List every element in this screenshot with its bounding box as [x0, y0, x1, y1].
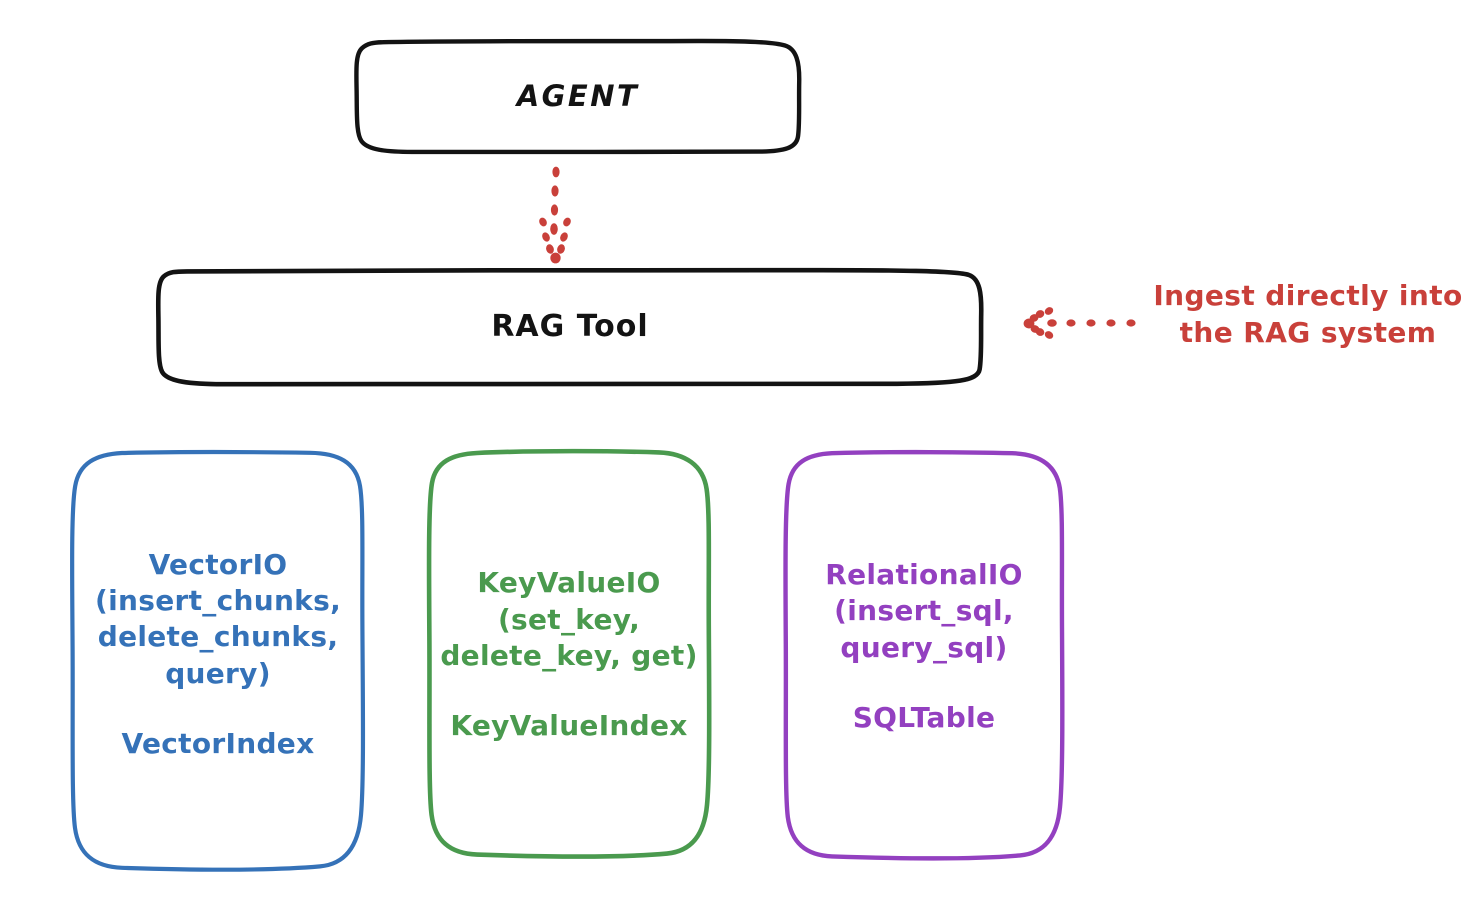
vector-io-api-label: VectorIO (insert_chunks, delete_chunks, …	[95, 547, 341, 690]
rag-tool-node[interactable]: RAG Tool	[155, 267, 984, 387]
vector-io-content: VectorIO (insert_chunks, delete_chunks, …	[95, 547, 341, 763]
relational-io-content: RelationalIO (insert_sql, query_sql) SQL…	[825, 557, 1023, 737]
ingest-annotation-label: Ingest directly into the RAG system	[1153, 279, 1463, 349]
vector-io-node[interactable]: VectorIO (insert_chunks, delete_chunks, …	[70, 449, 366, 872]
relational-io-index-label: SQLTable	[852, 700, 996, 734]
agent-node[interactable]: AGENT	[354, 38, 802, 155]
rag-tool-label: RAG Tool	[491, 309, 649, 345]
key-value-io-api-label: KeyValueIO (set_key, delete_key, get)	[440, 566, 698, 672]
key-value-io-content: KeyValueIO (set_key, delete_key, get) Ke…	[440, 565, 697, 745]
vector-io-index-label: VectorIndex	[121, 727, 315, 761]
key-value-io-node[interactable]: KeyValueIO (set_key, delete_key, get) Ke…	[426, 448, 712, 859]
key-value-io-index-label: KeyValueIndex	[450, 709, 688, 743]
agent-label: AGENT	[516, 78, 640, 113]
ingest-to-rag-tool-arrow	[1023, 307, 1136, 339]
relational-io-api-label: RelationalIO (insert_sql, query_sql)	[825, 557, 1023, 664]
agent-to-rag-tool-arrow	[539, 166, 571, 264]
relational-io-node[interactable]: RelationalIO (insert_sql, query_sql) SQL…	[783, 449, 1065, 861]
